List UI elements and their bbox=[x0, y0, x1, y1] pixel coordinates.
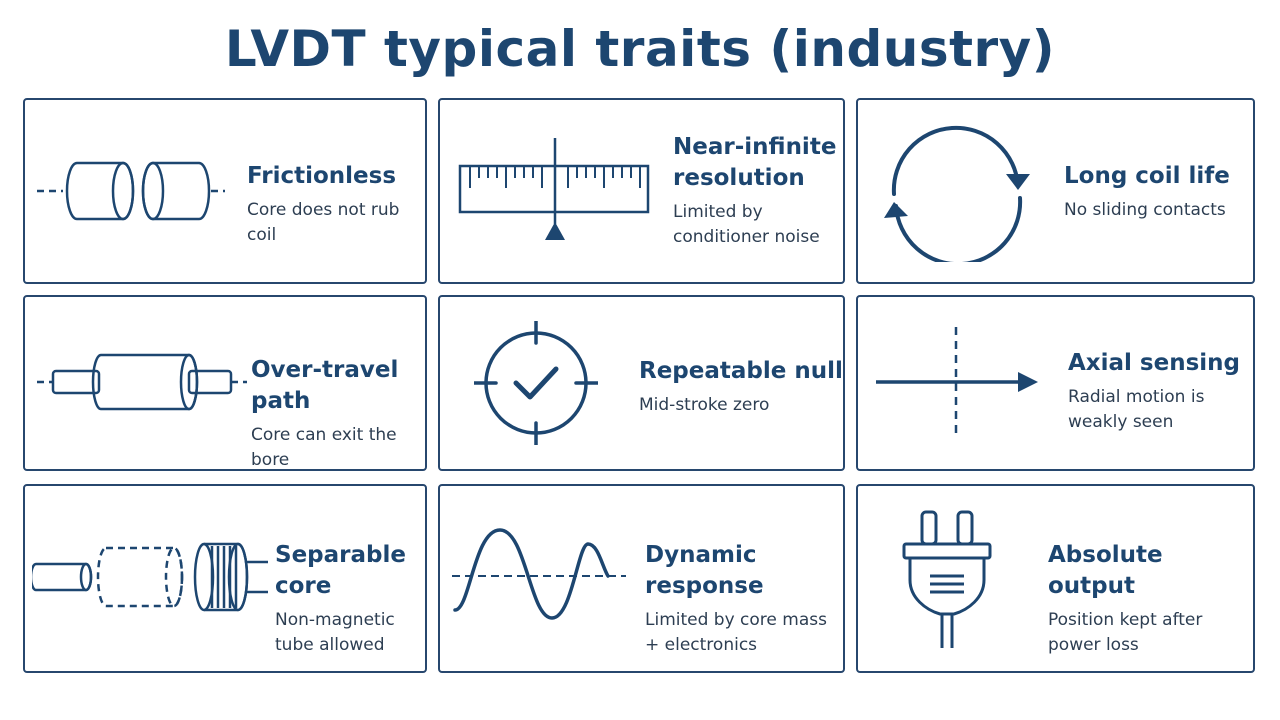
crosshair-check-icon bbox=[474, 321, 598, 445]
core-through-coil-icon bbox=[35, 351, 247, 413]
card-description: No sliding contacts bbox=[1064, 200, 1226, 220]
card-description: Core can exit the bore bbox=[251, 425, 397, 470]
separable-core-coil-icon bbox=[32, 540, 272, 616]
page-title: LVDT typical traits (industry) bbox=[224, 20, 1056, 78]
card-title: Absolute output bbox=[1048, 542, 1163, 599]
card-description: Radial motion is weakly seen bbox=[1068, 387, 1205, 432]
card-frictionless: Frictionless Core does not rub coil bbox=[23, 98, 427, 284]
card-title: Dynamic response bbox=[645, 542, 764, 599]
card-title: Separable core bbox=[275, 542, 406, 599]
card-description: Limited by conditioner noise bbox=[673, 202, 820, 247]
cycle-arrows-icon bbox=[882, 122, 1032, 262]
card-description: Position kept after power loss bbox=[1048, 610, 1203, 655]
card-absolute-output: Absolute output Position kept after powe… bbox=[856, 484, 1255, 673]
card-title: Repeatable null bbox=[639, 358, 843, 384]
card-title: Frictionless bbox=[247, 163, 397, 189]
card-over-travel-path: Over-travel path Core can exit the bore bbox=[23, 295, 427, 471]
card-description: Core does not rub coil bbox=[247, 200, 400, 245]
cylinders-icon bbox=[35, 160, 225, 222]
card-long-coil-life: Long coil life No sliding contacts bbox=[856, 98, 1255, 284]
card-separable-core: Separable core Non-magnetic tube allowed bbox=[23, 484, 427, 673]
ruler-scale-icon bbox=[458, 136, 652, 244]
card-title: Over-travel path bbox=[251, 357, 399, 414]
power-plug-icon bbox=[902, 510, 992, 650]
card-dynamic-response: Dynamic response Limited by core mass + … bbox=[438, 484, 845, 673]
card-title: Near-infinite resolution bbox=[673, 134, 837, 191]
card-description: Non-magnetic tube allowed bbox=[275, 610, 395, 655]
card-repeatable-null: Repeatable null Mid-stroke zero bbox=[438, 295, 845, 471]
card-title: Axial sensing bbox=[1068, 350, 1241, 376]
card-near-infinite-resolution: Near-infinite resolution Limited by cond… bbox=[438, 98, 845, 284]
card-description: Limited by core mass + electronics bbox=[645, 610, 827, 655]
card-axial-sensing: Axial sensing Radial motion is weakly se… bbox=[856, 295, 1255, 471]
axial-arrow-icon bbox=[874, 325, 1040, 439]
card-title: Long coil life bbox=[1064, 163, 1230, 189]
card-description: Mid-stroke zero bbox=[639, 395, 770, 415]
sine-wave-icon bbox=[452, 526, 626, 622]
